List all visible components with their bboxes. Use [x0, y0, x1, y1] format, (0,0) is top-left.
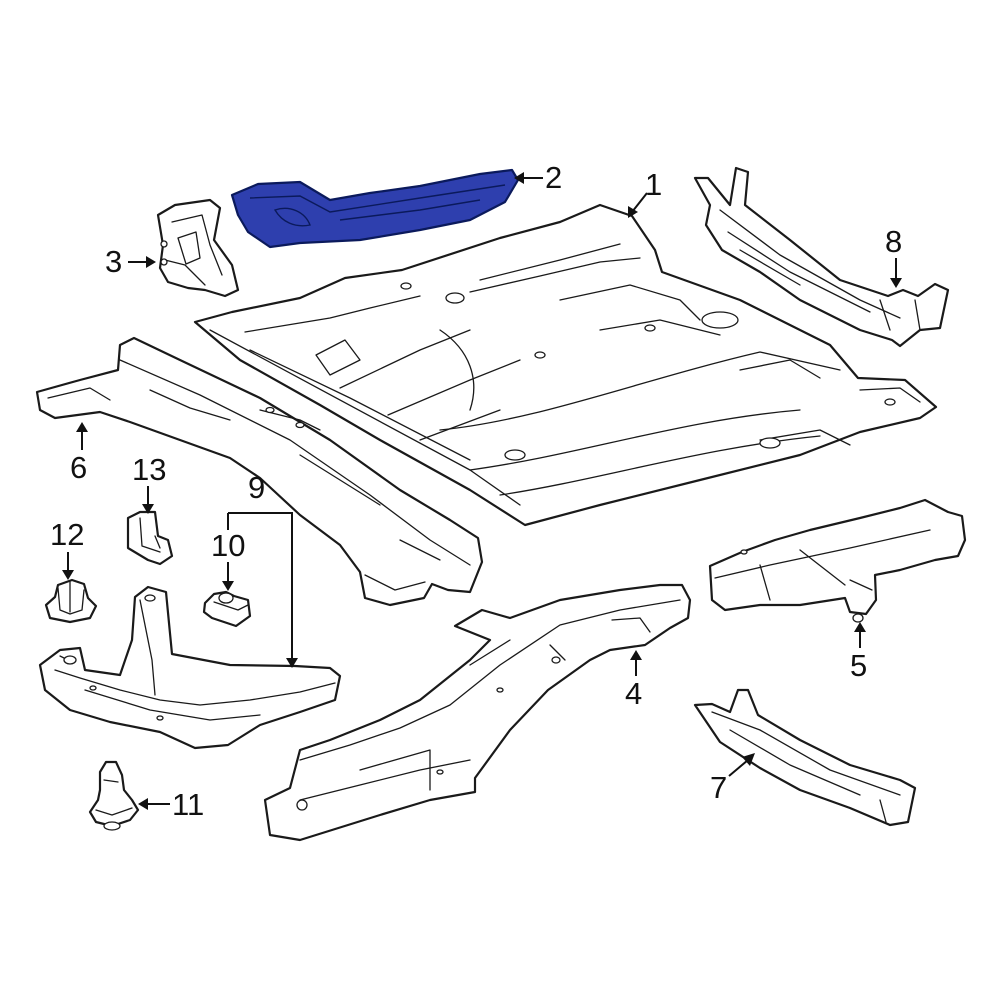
part-9-undercover[interactable] [38, 585, 342, 750]
part-13-clip[interactable] [126, 510, 174, 566]
part-3-bracket[interactable] [156, 198, 240, 298]
part-8-side-member[interactable] [693, 166, 950, 348]
part-11-push-clip[interactable] [88, 760, 140, 831]
part-1-floor-pan[interactable] [193, 203, 938, 527]
leader-lines [62, 172, 902, 810]
callout-11: 11 [172, 787, 204, 822]
part-4-frame-member[interactable] [263, 583, 692, 842]
callout-8: 8 [885, 224, 902, 259]
callout-10: 10 [211, 528, 245, 563]
part-6-side-sill[interactable] [35, 336, 484, 607]
callout-9: 9 [248, 470, 265, 505]
callout-7: 7 [710, 770, 727, 805]
callout-3: 3 [105, 244, 122, 279]
callout-13: 13 [132, 452, 166, 487]
part-10-nut[interactable] [202, 590, 252, 628]
callout-4: 4 [625, 676, 642, 711]
part-2-reinforcement-highlighted[interactable] [230, 168, 520, 249]
callout-12: 12 [50, 517, 84, 552]
callout-5: 5 [850, 648, 867, 683]
callout-labels: 1 2 3 8 6 13 9 10 12 4 5 7 11 [50, 160, 902, 822]
callout-1: 1 [645, 167, 662, 202]
callout-6: 6 [70, 450, 87, 485]
part-5-crossmember[interactable] [708, 498, 967, 623]
part-7-extension[interactable] [693, 688, 917, 827]
part-12-nut[interactable] [44, 578, 98, 624]
callout-2: 2 [545, 160, 562, 195]
